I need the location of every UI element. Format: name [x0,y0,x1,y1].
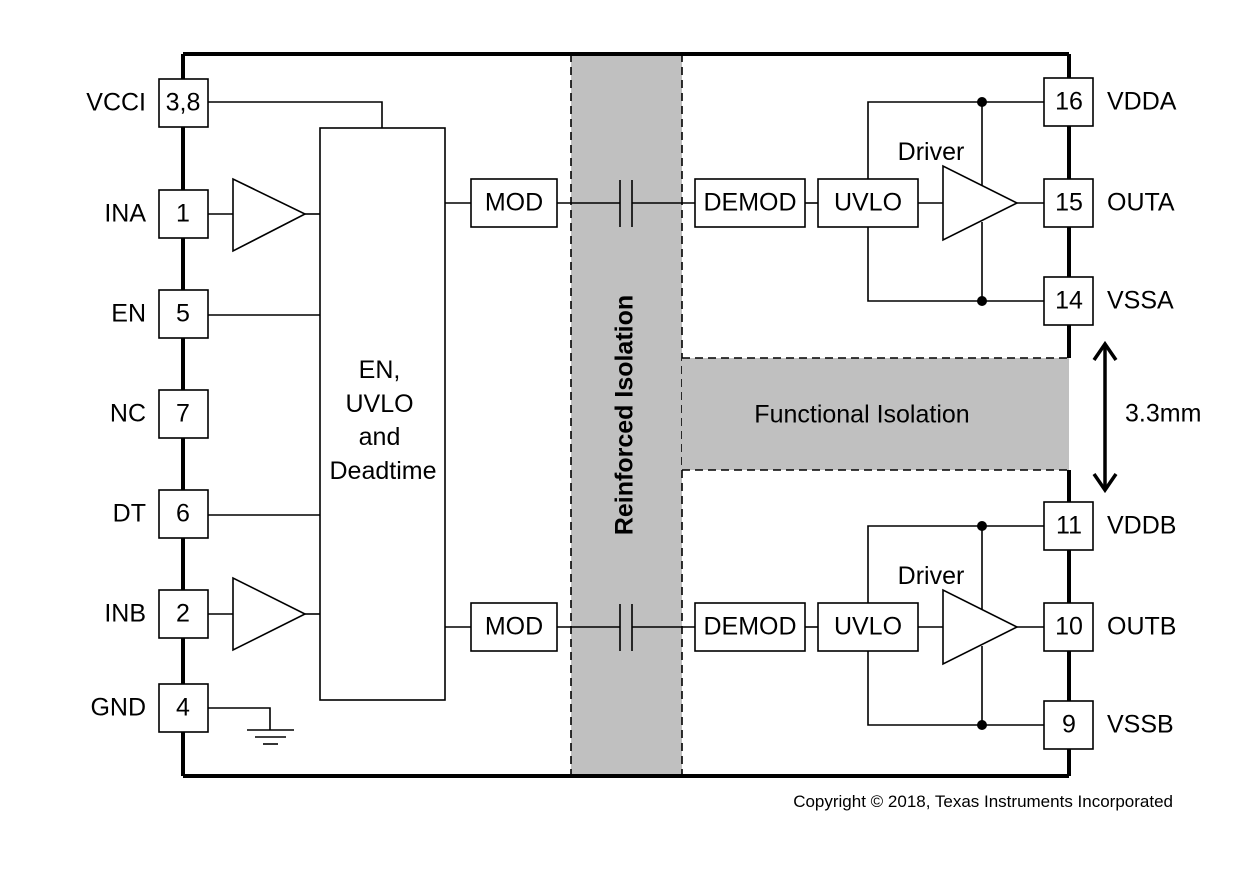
pin-name: OUTA [1107,189,1175,217]
uvlo-b-label: UVLO [834,613,902,641]
pin-box [1043,276,1094,326]
uvlo-a-label: UVLO [834,189,902,217]
functional-isolation-region [682,358,1069,470]
pin-number: 11 [1056,512,1082,540]
pin-number: 9 [1062,711,1076,739]
distance-arrow [1092,340,1118,494]
driver-b-label: Driver [898,562,965,590]
pin-box [1043,501,1094,551]
pin-number: 7 [176,400,190,428]
pin-number: 16 [1055,88,1083,116]
pin-box [158,589,209,639]
pin-box [1043,178,1094,228]
copyright-text: Copyright © 2018, Texas Instruments Inco… [793,792,1173,811]
pin-box [158,683,209,733]
pin-number: 6 [176,500,190,528]
distance-label: 3.3mm [1125,400,1201,428]
uvlo-block-a [817,178,919,228]
left-wiring [208,101,471,730]
pin-box [1043,700,1094,750]
ground-icon [247,729,294,745]
pin-box [158,389,209,439]
pin-box [1043,602,1094,652]
pin-name: INB [104,600,146,628]
mod-block-a [470,178,558,228]
pin-box [158,289,209,339]
pin-name: VSSA [1107,287,1174,315]
demod-block-a [694,178,806,228]
driver-a-label: Driver [898,138,965,166]
functional-isolation-label: Functional Isolation [754,401,969,429]
pin-box [1043,77,1094,127]
en-uvlo-deadtime-block [319,127,446,701]
left-pins: 3,8 VCCI 1 INA 5 EN 7 NC 6 DT 2 INB 4 GN… [86,78,209,733]
demod-a-label: DEMOD [703,189,796,217]
pin-name: EN [111,300,146,328]
uvlo-block-b [817,602,919,652]
pin-number: 4 [176,694,190,722]
channel-b-wiring [867,521,1044,730]
driver-a-icon [942,164,1019,242]
capacitor-a-icon [557,180,695,227]
pin-name: DT [113,500,146,528]
driver-b-icon [942,588,1019,666]
pin-name: VCCI [86,89,146,117]
pin-name: VSSB [1107,711,1174,739]
control-block-label: EN, UVLO and Deadtime [330,356,437,485]
demod-block-b [694,602,806,652]
pin-name: GND [90,694,146,722]
pin-number: 1 [176,200,190,228]
buffer-ina-icon [232,177,307,253]
pin-box [158,78,209,128]
pin-number: 2 [176,600,190,628]
pin-name: VDDA [1107,88,1177,116]
pin-number: 15 [1055,189,1083,217]
capacitor-b-icon [557,604,695,651]
pin-box [158,189,209,239]
pin-number: 10 [1055,613,1083,641]
pin-box [158,489,209,539]
pin-number: 5 [176,300,190,328]
right-pins: 16 VDDA 15 OUTA 14 VSSA 11 VDDB 10 OUTB … [1043,77,1177,750]
pin-name: INA [104,200,146,228]
pin-name: NC [110,400,146,428]
pin-name: VDDB [1107,512,1176,540]
mod-b-label: MOD [485,613,543,641]
reinforced-isolation-barrier [571,54,682,776]
buffer-inb-icon [232,576,307,652]
mod-a-label: MOD [485,189,543,217]
reinforced-isolation-label: Reinforced Isolation [611,295,639,535]
pin-number: 3,8 [166,89,201,117]
channel-a-wiring [867,97,1044,306]
pin-name: OUTB [1107,613,1176,641]
pin-number: 14 [1055,287,1083,315]
demod-b-label: DEMOD [703,613,796,641]
